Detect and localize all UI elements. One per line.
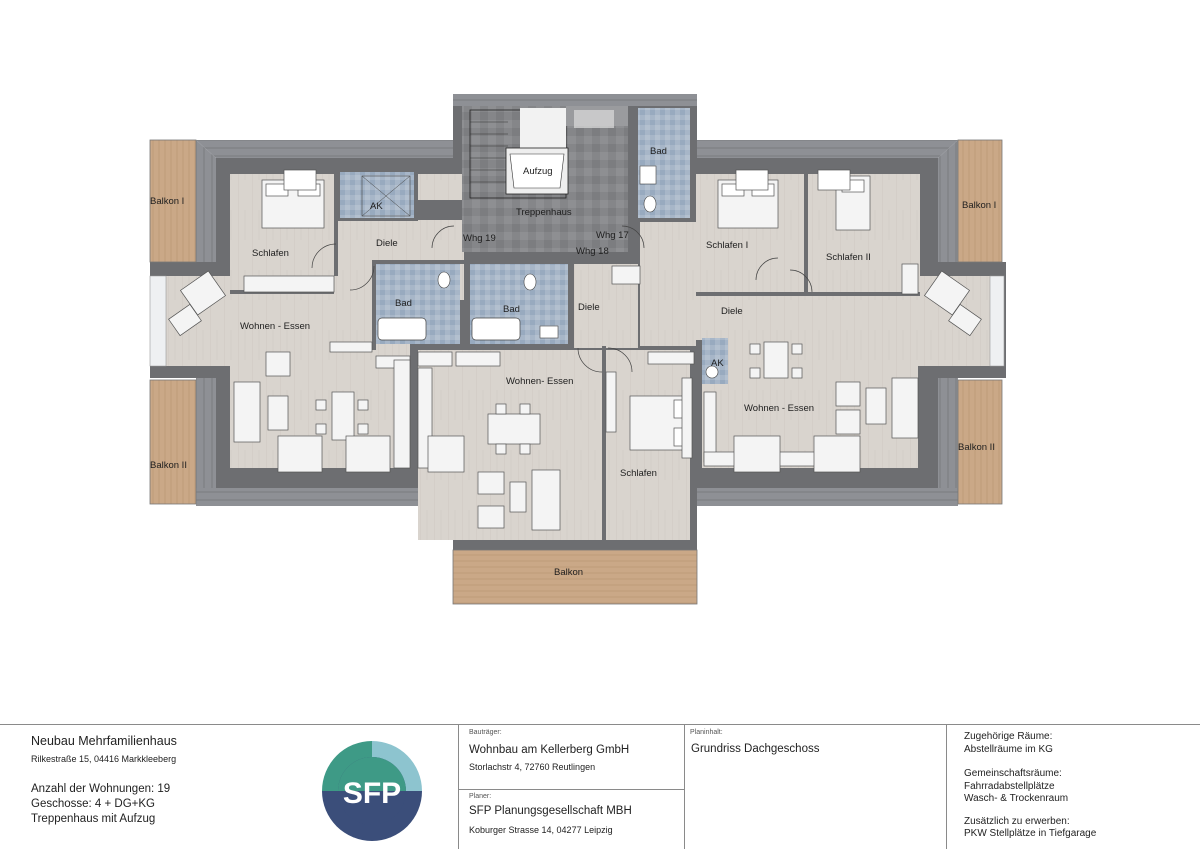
balcony-bottom <box>452 549 698 605</box>
label-schlafen-center: Schlafen <box>620 468 657 479</box>
info-units: Anzahl der Wohnungen: 19 <box>31 783 171 795</box>
label-balkon-bottom: Balkon <box>554 567 583 578</box>
label-bad-left: Bad <box>395 298 412 309</box>
furniture <box>168 169 982 531</box>
balcony-left-2 <box>149 379 197 505</box>
label-bad-top-right: Bad <box>650 146 667 157</box>
label-wohnen-left: Wohnen - Essen <box>240 321 310 332</box>
rooms-item: Abstellräume im KG <box>964 744 1053 755</box>
label-ak-left: AK <box>370 201 383 212</box>
label-whg17: Whg 17 <box>596 230 629 241</box>
balconies <box>149 139 1005 605</box>
sfp-logo: SFP <box>322 741 422 841</box>
label-aufzug: Aufzug <box>523 166 553 177</box>
bautraeger-name: Wohnbau am Kellerberg GmbH <box>469 744 630 756</box>
extra-item: PKW Stellplätze in Tiefgarage <box>964 828 1097 839</box>
bathrooms <box>340 108 728 384</box>
planer-name: SFP Planungsgesellschaft MBH <box>469 805 632 817</box>
staircase <box>462 106 628 252</box>
logo-text: SFP <box>343 777 401 810</box>
label-schlafen-left: Schlafen <box>252 248 289 259</box>
bautraeger-address: Storlachstr 4, 72760 Reutlingen <box>469 762 596 772</box>
balcony-left-1 <box>149 139 197 263</box>
label-whg18: Whg 18 <box>576 246 609 257</box>
door-swings <box>311 225 813 373</box>
roof-slopes <box>196 94 958 506</box>
planinhalt-caption: Planinhalt: <box>690 729 723 736</box>
project-address: Rilkestraße 15, 04416 Markkleeberg <box>31 754 177 764</box>
planer-caption: Planer: <box>469 793 492 800</box>
label-balkon-left-2: Balkon II <box>150 460 187 471</box>
balcony-right-1 <box>957 139 1003 263</box>
label-schlafen-1: Schlafen I <box>706 240 748 251</box>
label-diele-left: Diele <box>376 238 398 249</box>
label-bad-center: Bad <box>503 304 520 315</box>
info-staircase: Treppenhaus mit Aufzug <box>31 813 156 825</box>
rooms-heading: Zugehörige Räume: <box>964 731 1053 742</box>
label-ak-right: AK <box>711 358 724 369</box>
title-block: Neubau Mehrfamilienhaus Rilkestraße 15, … <box>0 724 1200 849</box>
extra-heading: Zusätzlich zu erwerben: <box>964 816 1070 827</box>
planinhalt-value: Grundriss Dachgeschoss <box>691 743 820 755</box>
common-item-1: Fahrradabstellplätze <box>964 781 1055 792</box>
label-wohnen-right: Wohnen - Essen <box>744 403 814 414</box>
balcony-right-2 <box>957 379 1003 505</box>
common-item-2: Wasch- & Trockenraum <box>964 793 1069 804</box>
info-floors: Geschosse: 4 + DG+KG <box>31 798 156 810</box>
label-schlafen-2: Schlafen II <box>826 252 871 263</box>
label-treppenhaus: Treppenhaus <box>516 207 572 218</box>
floor-plan: Balkon I Balkon II Balkon I Balkon II Ba… <box>149 94 1006 605</box>
planer-address: Koburger Strasse 14, 04277 Leipzig <box>469 825 613 835</box>
label-whg19: Whg 19 <box>463 233 496 244</box>
label-balkon-right-1: Balkon I <box>962 200 996 211</box>
label-diele-center: Diele <box>578 302 600 313</box>
label-wohnen-center: Wohnen- Essen <box>506 376 573 387</box>
project-title: Neubau Mehrfamilienhaus <box>31 734 177 748</box>
label-balkon-left-1: Balkon I <box>150 196 184 207</box>
bautraeger-caption: Bauträger: <box>469 729 502 736</box>
label-diele-right: Diele <box>721 306 743 317</box>
common-heading: Gemeinschaftsräume: <box>964 768 1062 779</box>
room-labels: Balkon I Balkon II Balkon I Balkon II Ba… <box>150 146 996 578</box>
label-balkon-right-2: Balkon II <box>958 442 995 453</box>
